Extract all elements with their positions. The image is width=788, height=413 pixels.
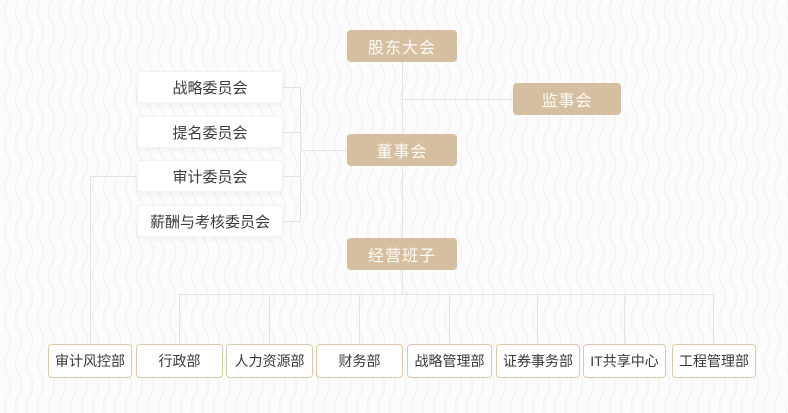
connector-drop-hr — [269, 294, 270, 344]
connector-stub-audit-committee — [283, 176, 300, 177]
dept-human-resources: 人力资源部 — [226, 344, 313, 378]
connector-department-bus — [179, 294, 714, 295]
node-management-team: 经营班子 — [347, 238, 457, 270]
connector-bracket-board — [300, 150, 347, 151]
connector-audit-riskdept — [90, 176, 91, 344]
connector-drop-engineering — [713, 294, 714, 344]
connector-drop-it-center — [624, 294, 625, 344]
connector-audit-left — [90, 176, 137, 177]
connector-drop-administration — [179, 294, 180, 344]
dept-finance: 财务部 — [316, 344, 403, 378]
dept-it-shared-center: IT共享中心 — [583, 344, 666, 378]
connector-drop-securities — [537, 294, 538, 344]
committee-nomination: 提名委员会 — [137, 116, 283, 148]
connector-stub-strategy-committee — [283, 87, 300, 88]
connector-supervisory-board — [402, 99, 513, 100]
connector-stub-compensation-committee — [283, 221, 300, 222]
dept-audit-risk-control: 审计风控部 — [48, 344, 132, 378]
connector-shareholders-board — [402, 62, 403, 134]
connector-board-management — [402, 166, 403, 238]
dept-engineering-management: 工程管理部 — [672, 344, 756, 378]
committee-audit: 审计委员会 — [137, 160, 283, 192]
connector-committee-bracket — [300, 87, 301, 222]
connector-drop-finance — [359, 294, 360, 344]
dept-securities-affairs: 证券事务部 — [496, 344, 580, 378]
connector-management-bus — [402, 270, 403, 294]
connector-stub-nomination-committee — [283, 132, 300, 133]
node-board-of-directors: 董事会 — [347, 134, 457, 166]
committee-compensation-assessment: 薪酬与考核委员会 — [137, 205, 283, 237]
dept-strategy-management: 战略管理部 — [407, 344, 492, 378]
dept-administration: 行政部 — [136, 344, 223, 378]
node-supervisory-board: 监事会 — [513, 83, 621, 115]
committee-strategy: 战略委员会 — [137, 71, 283, 103]
connector-drop-strategy-mgmt — [449, 294, 450, 344]
node-shareholders-meeting: 股东大会 — [347, 30, 457, 62]
